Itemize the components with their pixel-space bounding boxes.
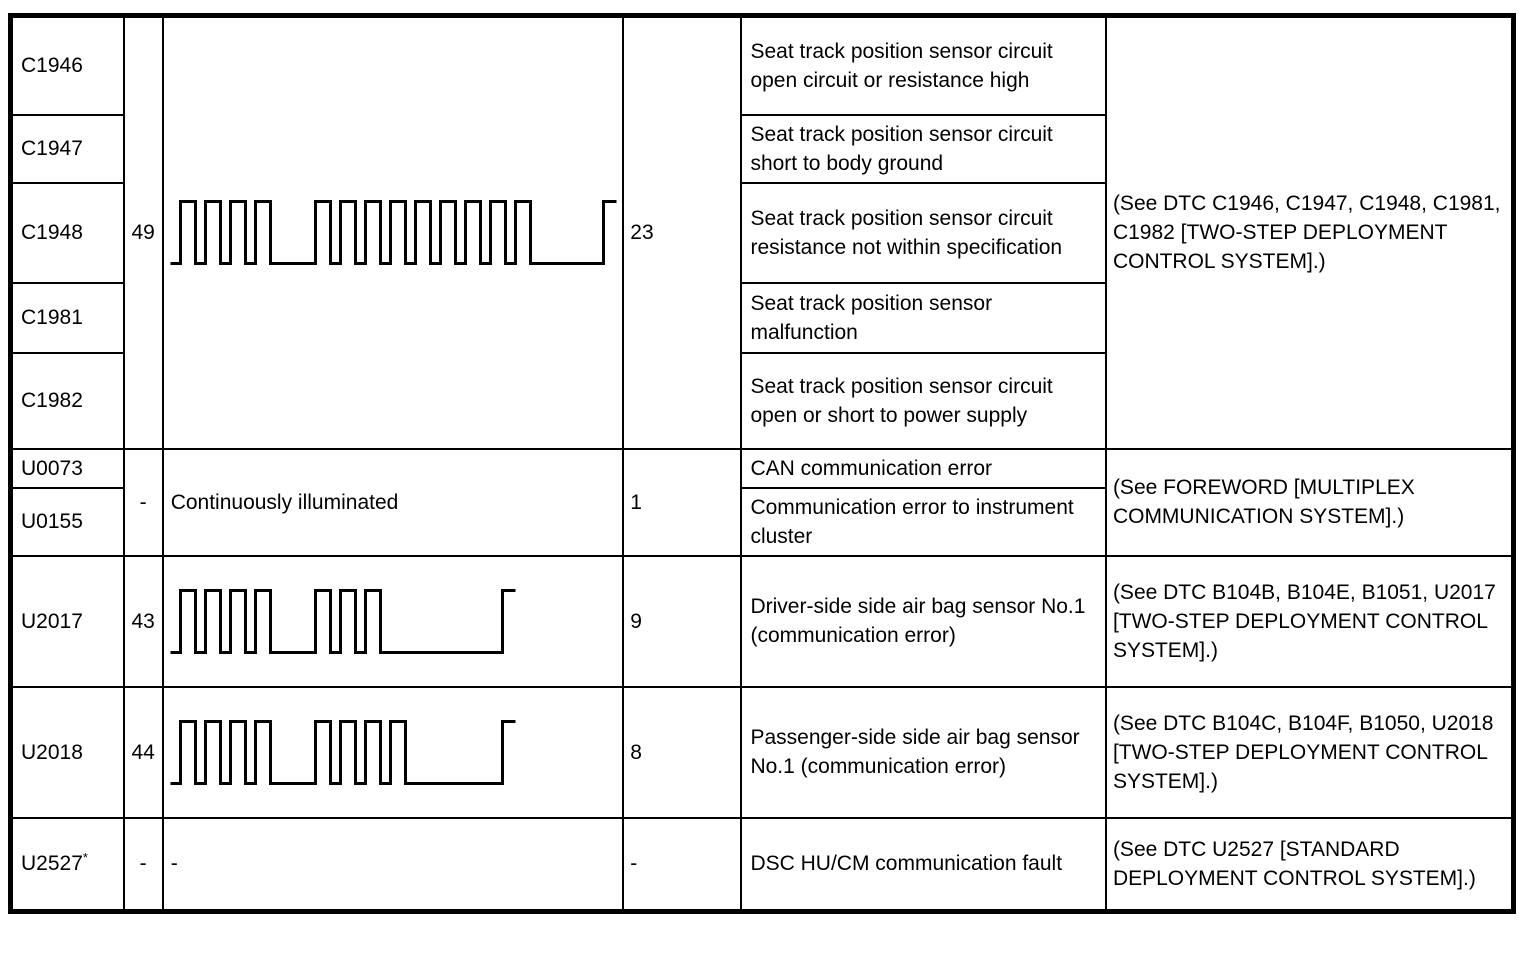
dtc-code-cell: U2527* bbox=[9, 816, 125, 913]
description-cell: Seat track position sensor circuit resis… bbox=[740, 181, 1107, 284]
flash-pattern-cell bbox=[161, 685, 625, 819]
dtc-code-cell: C1948 bbox=[9, 181, 125, 284]
table-row: U2018 44 8 Passenger-side side air bag s… bbox=[9, 685, 1515, 819]
beep-count-cell: 23 bbox=[622, 14, 743, 450]
flash-code-cell: 43 bbox=[122, 554, 164, 688]
beep-count-cell: - bbox=[622, 816, 743, 913]
description-cell: Seat track position sensor circuit short… bbox=[740, 113, 1107, 184]
table-row: U0155 Communication error to instrument … bbox=[9, 486, 1514, 557]
reference-cell: (See DTC B104C, B104F, B1050, U2018 [TWO… bbox=[1104, 685, 1515, 819]
table-row: C1981 Seat track position sensor malfunc… bbox=[9, 281, 1514, 354]
flash-pattern-waveform-icon bbox=[170, 588, 516, 654]
flash-pattern-cell: - bbox=[161, 816, 625, 913]
flash-pattern-cell: Continuously illuminated bbox=[161, 447, 625, 557]
dtc-code-cell: C1981 bbox=[9, 281, 125, 354]
description-cell: Passenger-side side air bag sensor No.1 … bbox=[740, 685, 1107, 819]
description-cell: Communication error to instrument cluste… bbox=[740, 486, 1107, 557]
dtc-code-cell: U0073 bbox=[9, 447, 125, 489]
dtc-code-cell: C1982 bbox=[9, 351, 125, 450]
dtc-code-cell: C1946 bbox=[9, 14, 125, 116]
dtc-code-cell: U0155 bbox=[9, 486, 125, 557]
description-cell: CAN communication error bbox=[740, 447, 1107, 489]
table-row: U2017 43 9 Driver-side side air bag sens… bbox=[9, 554, 1515, 688]
flash-pattern-waveform-icon bbox=[170, 200, 617, 266]
reference-cell: (See FOREWORD [MULTIPLEX COMMUNICATION S… bbox=[1104, 447, 1515, 557]
flash-pattern-cell bbox=[161, 554, 625, 688]
reference-cell: (See DTC U2527 [STANDARD DEPLOYMENT CONT… bbox=[1104, 816, 1515, 913]
flash-code-cell: 49 bbox=[122, 14, 164, 450]
document-page: C1946 49 23 Seat track position sensor c… bbox=[8, 13, 1516, 914]
table-row: C1982 Seat track position sensor circuit… bbox=[9, 351, 1514, 450]
reference-cell: (See DTC B104B, B104E, B1051, U2017 [TWO… bbox=[1104, 554, 1515, 688]
flash-pattern-waveform-icon bbox=[170, 719, 516, 785]
description-cell: Seat track position sensor circuit open … bbox=[740, 14, 1107, 116]
table-row: C1947 Seat track position sensor circuit… bbox=[9, 113, 1514, 184]
flash-code-cell: 44 bbox=[122, 685, 164, 819]
table-row: U2527* - - - DSC HU/CM communication fau… bbox=[9, 816, 1515, 913]
description-cell: Seat track position sensor circuit open … bbox=[740, 351, 1107, 450]
dtc-code-cell: U2017 bbox=[9, 554, 125, 688]
dtc-table: C1946 49 23 Seat track position sensor c… bbox=[8, 13, 1516, 914]
reference-cell: (See DTC C1946, C1947, C1948, C1981, C19… bbox=[1104, 14, 1515, 450]
beep-count-cell: 1 bbox=[622, 447, 743, 557]
flash-pattern-cell bbox=[161, 14, 625, 450]
beep-count-cell: 9 bbox=[622, 554, 743, 688]
description-cell: Driver-side side air bag sensor No.1 (co… bbox=[740, 554, 1107, 688]
dtc-code-cell: U2018 bbox=[9, 685, 125, 819]
table-row: C1946 49 23 Seat track position sensor c… bbox=[9, 14, 1515, 450]
footnote-asterisk: * bbox=[82, 850, 88, 866]
description-cell: DSC HU/CM communication fault bbox=[740, 816, 1107, 913]
flash-code-cell: - bbox=[122, 447, 164, 557]
beep-count-cell: 8 bbox=[622, 685, 743, 819]
dtc-code-cell: C1947 bbox=[9, 113, 125, 184]
flash-code-cell: - bbox=[122, 816, 164, 913]
description-cell: Seat track position sensor malfunction bbox=[740, 281, 1107, 354]
table-row: U0073 - Continuously illuminated 1 CAN c… bbox=[9, 447, 1515, 557]
table-row: C1948 Seat track position sensor circuit… bbox=[9, 181, 1514, 284]
dtc-code-text: U2527 bbox=[21, 852, 83, 876]
